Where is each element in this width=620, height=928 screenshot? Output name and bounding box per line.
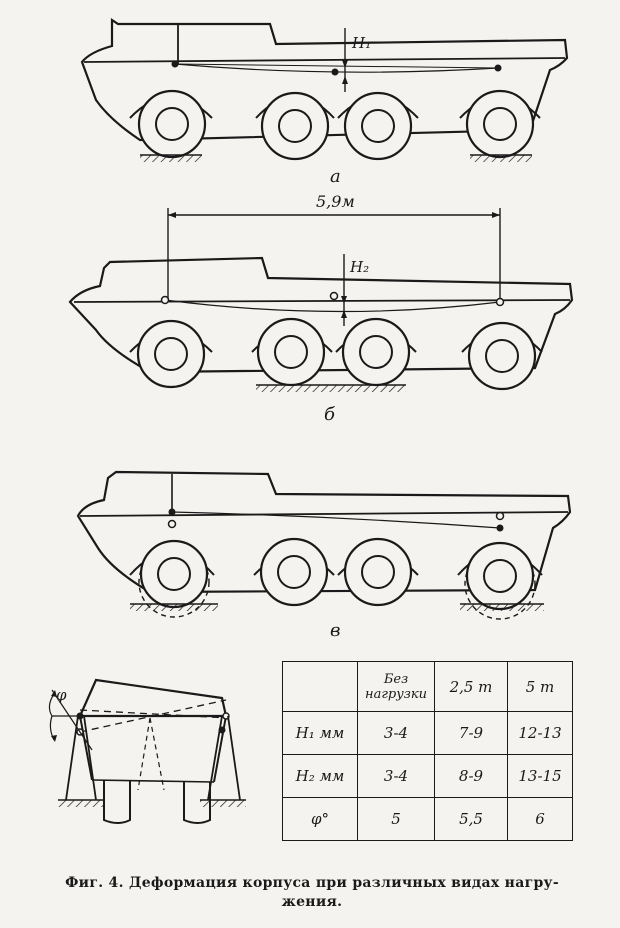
table-cell: 12-13 <box>507 711 573 755</box>
vehicle-view-c: в <box>76 470 572 641</box>
table-row-label: φ° <box>282 797 358 841</box>
cross-section-view: φ <box>48 678 246 824</box>
cross-section-drawing: φ <box>48 678 246 824</box>
caption-line-2: жения. <box>281 894 343 910</box>
hull-deformation-drawing: H₁ а 5,9м H₂ <box>68 17 574 641</box>
load-deformation-table: Без нагрузки 2,5 т 5 т H₁ мм 3-4 7-9 12-… <box>282 661 573 841</box>
hull-outline-a <box>80 17 569 142</box>
table-row: H₂ мм 3-4 8-9 13-15 <box>282 754 573 798</box>
table-header-row: Без нагрузки 2,5 т 5 т <box>282 661 573 712</box>
figure-caption: Фиг. 4. Деформация корпуса при различных… <box>22 874 602 912</box>
table-cell: 3-4 <box>357 754 435 798</box>
label-view-c: в <box>330 620 340 641</box>
table-cell: 7-9 <box>434 711 508 755</box>
label-h2: H₂ <box>349 258 369 276</box>
hull-outline-c <box>76 470 572 594</box>
vehicle-view-b: 5,9м H₂ б <box>68 192 574 425</box>
table-header-cell: 5 т <box>507 661 573 712</box>
table-cell: 6 <box>507 797 573 841</box>
caption-line-1: Фиг. 4. Деформация корпуса при различных… <box>65 875 559 891</box>
vehicle-view-a: H₁ а <box>80 17 569 187</box>
label-view-b: б <box>324 404 336 425</box>
table-header-cell: Без нагрузки <box>357 661 435 712</box>
table-cell: 5 <box>357 797 435 841</box>
hull-outline-b <box>68 256 574 374</box>
label-h1: H₁ <box>351 34 371 52</box>
table-row: φ° 5 5,5 6 <box>282 797 573 841</box>
table-row: H₁ мм 3-4 7-9 12-13 <box>282 711 573 755</box>
table-row-label: H₂ мм <box>282 754 358 798</box>
table-cell: 13-15 <box>507 754 573 798</box>
table-cell: 5,5 <box>434 797 508 841</box>
dimension-5-9m: 5,9м <box>316 192 355 211</box>
table-cell: 8-9 <box>434 754 508 798</box>
table-row-label: H₁ мм <box>282 711 358 755</box>
table-cell: 3-4 <box>357 711 435 755</box>
table-header-cell <box>282 661 358 712</box>
label-view-a: а <box>330 166 341 187</box>
label-phi: φ <box>56 686 67 704</box>
table-header-cell: 2,5 т <box>434 661 508 712</box>
